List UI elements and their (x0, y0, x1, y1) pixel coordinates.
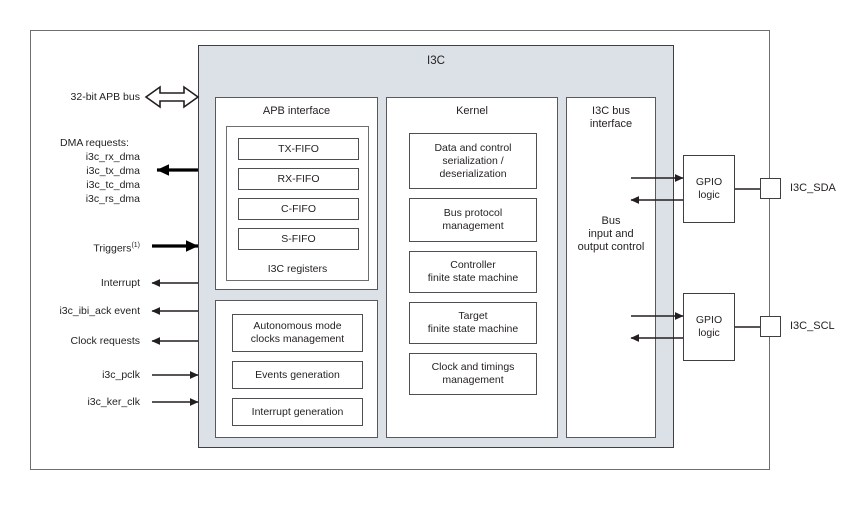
block-tx-fifo: TX-FIFO (238, 138, 359, 160)
kernel-title: Kernel (456, 105, 488, 117)
pad-i3c-sda (760, 178, 781, 199)
pad-i3c-scl (760, 316, 781, 337)
label-apb-bus: 32-bit APB bus (70, 91, 140, 103)
label-i3c-tc-dma: i3c_tc_dma (86, 179, 140, 191)
apb-interface-title: APB interface (262, 105, 331, 117)
label-interrupt: Interrupt (100, 277, 140, 289)
label-i3c-ibi-ack-event: i3c_ibi_ack event (59, 305, 140, 317)
i3c-registers-caption: I3C registers (267, 263, 328, 275)
label-i3c-pclk: i3c_pclk (102, 369, 140, 381)
label-triggers: Triggers(1) (0, 239, 140, 256)
label-dma-requests-header: DMA requests: (60, 137, 129, 149)
label-i3c-scl: I3C_SCL (790, 320, 835, 332)
label-i3c-tx-dma: i3c_tx_dma (86, 165, 140, 177)
block-s-fifo: S-FIFO (238, 228, 359, 250)
label-i3c-rx-dma: i3c_rx_dma (85, 151, 140, 163)
label-i3c-ker-clk: i3c_ker_clk (87, 396, 140, 408)
label-clock-requests: Clock requests (70, 335, 140, 347)
apb-interface-panel: APB interface TX-FIFO RX-FIFO C-FIFO S-F… (215, 97, 378, 290)
block-interrupt-generation: Interrupt generation (232, 398, 363, 426)
label-triggers-footnote: (1) (131, 242, 140, 249)
i3c-title: I3C (427, 55, 445, 67)
label-i3c-sda: I3C_SDA (790, 182, 836, 194)
i3c-registers-frame: TX-FIFO RX-FIFO C-FIFO S-FIFO I3C regist… (226, 126, 369, 281)
block-events-generation: Events generation (232, 361, 363, 389)
block-rx-fifo: RX-FIFO (238, 168, 359, 190)
label-i3c-rs-dma: i3c_rs_dma (85, 193, 140, 205)
block-c-fifo: C-FIFO (238, 198, 359, 220)
label-triggers-text: Triggers (93, 242, 132, 255)
